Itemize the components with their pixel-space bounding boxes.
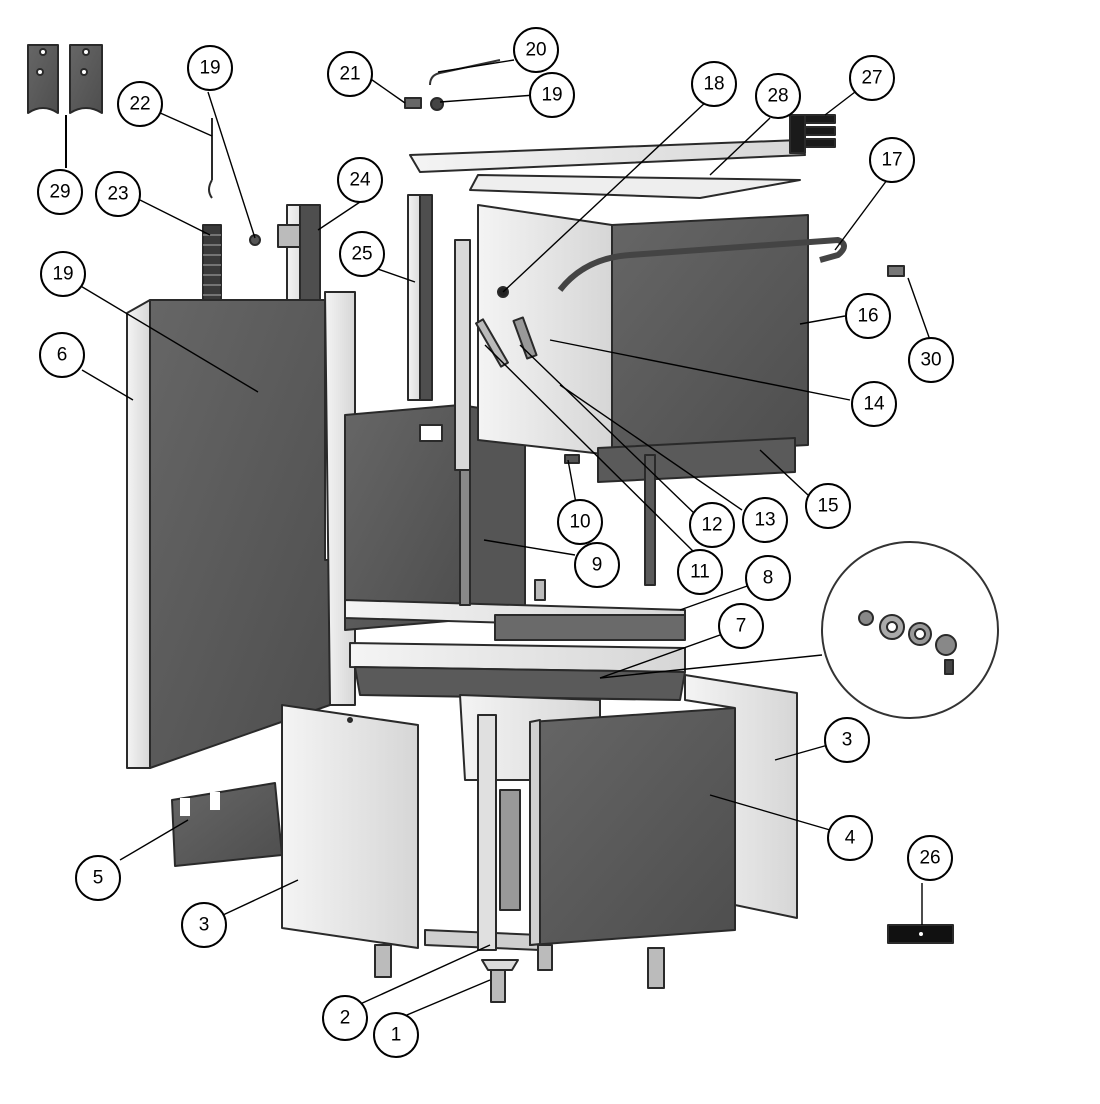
callout-19-small: 19 <box>187 45 233 91</box>
svg-text:1: 1 <box>391 1025 402 1046</box>
svg-text:19: 19 <box>52 264 73 285</box>
svg-text:3: 3 <box>842 730 853 751</box>
screw-small-drawing <box>249 234 261 246</box>
callout-12: 12 <box>689 502 735 548</box>
kick-plate-drawing <box>171 782 283 867</box>
svg-text:8: 8 <box>763 568 774 589</box>
callout-1: 1 <box>373 1012 419 1058</box>
nameplate-drawing <box>887 924 954 944</box>
callout-28: 28 <box>755 73 801 119</box>
spring-assembly-drawing <box>202 118 222 316</box>
svg-text:27: 27 <box>861 68 882 89</box>
callout-8: 8 <box>745 555 791 601</box>
part-drawings <box>27 44 999 1003</box>
svg-text:13: 13 <box>754 510 775 531</box>
svg-text:18: 18 <box>703 74 724 95</box>
callout-9: 9 <box>574 542 620 588</box>
side-panel-left-drawing <box>281 704 419 949</box>
callout-6: 6 <box>39 332 85 378</box>
callout-20: 20 <box>513 27 559 73</box>
front-lower-panel-drawing <box>529 707 736 946</box>
svg-text:9: 9 <box>592 555 603 576</box>
callout-16: 16 <box>845 293 891 339</box>
callout-19-top: 19 <box>529 72 575 118</box>
column-right-drawing <box>407 194 433 401</box>
svg-text:6: 6 <box>57 345 68 366</box>
svg-text:14: 14 <box>863 394 885 415</box>
callout-27: 27 <box>849 55 895 101</box>
svg-text:3: 3 <box>199 915 210 936</box>
callout-22: 22 <box>117 81 163 127</box>
callout-26: 26 <box>907 835 953 881</box>
svg-text:19: 19 <box>199 58 220 79</box>
svg-text:29: 29 <box>49 182 70 203</box>
svg-text:19: 19 <box>541 85 562 106</box>
svg-text:21: 21 <box>339 64 360 85</box>
callout-30: 30 <box>908 337 954 383</box>
callout-15: 15 <box>805 483 851 529</box>
callout-21: 21 <box>327 51 373 97</box>
base-frame-drawing <box>374 714 665 1003</box>
svg-text:16: 16 <box>857 306 878 327</box>
callout-4: 4 <box>827 815 873 861</box>
callouts: 1 2 3 3 4 5 6 7 <box>37 27 954 1058</box>
connector-block-drawing <box>789 114 836 154</box>
rear-panel-drawing <box>126 291 356 769</box>
svg-text:28: 28 <box>767 86 788 107</box>
callout-10: 10 <box>557 499 603 545</box>
leader-lines <box>73 59 931 1021</box>
callout-3-right: 3 <box>824 717 870 763</box>
callout-24: 24 <box>337 157 383 203</box>
svg-text:26: 26 <box>919 848 940 869</box>
callout-23: 23 <box>95 171 141 217</box>
callout-18: 18 <box>691 61 737 107</box>
svg-text:10: 10 <box>569 512 590 533</box>
svg-text:24: 24 <box>349 170 371 191</box>
callout-2: 2 <box>322 995 368 1041</box>
hinge-pin-drawing <box>887 265 905 277</box>
svg-text:7: 7 <box>736 616 747 637</box>
callout-19-rear: 19 <box>40 251 86 297</box>
svg-text:20: 20 <box>525 40 546 61</box>
svg-text:4: 4 <box>845 828 856 849</box>
callout-25: 25 <box>339 231 385 277</box>
callout-17: 17 <box>869 137 915 183</box>
counterweight-plates-drawing <box>27 44 103 168</box>
callout-5: 5 <box>75 855 121 901</box>
callout-13: 13 <box>742 497 788 543</box>
svg-text:15: 15 <box>817 496 838 517</box>
svg-text:22: 22 <box>129 94 150 115</box>
side-panel-right-drawing <box>684 674 798 919</box>
svg-text:30: 30 <box>920 350 941 371</box>
svg-text:23: 23 <box>107 184 128 205</box>
detail-circle-drawing <box>821 541 999 719</box>
callout-11: 11 <box>677 549 723 595</box>
rack-guide-drawing <box>344 579 686 641</box>
svg-text:12: 12 <box>701 515 722 536</box>
callout-29: 29 <box>37 169 83 215</box>
svg-text:11: 11 <box>690 562 710 583</box>
svg-text:5: 5 <box>93 868 104 889</box>
svg-text:25: 25 <box>351 244 372 265</box>
svg-text:2: 2 <box>340 1008 351 1029</box>
hood-drawing <box>409 139 847 606</box>
svg-text:17: 17 <box>881 150 902 171</box>
callout-14: 14 <box>851 381 897 427</box>
callout-3-left: 3 <box>181 902 227 948</box>
callout-7: 7 <box>718 603 764 649</box>
top-fasteners-drawing <box>404 59 501 111</box>
